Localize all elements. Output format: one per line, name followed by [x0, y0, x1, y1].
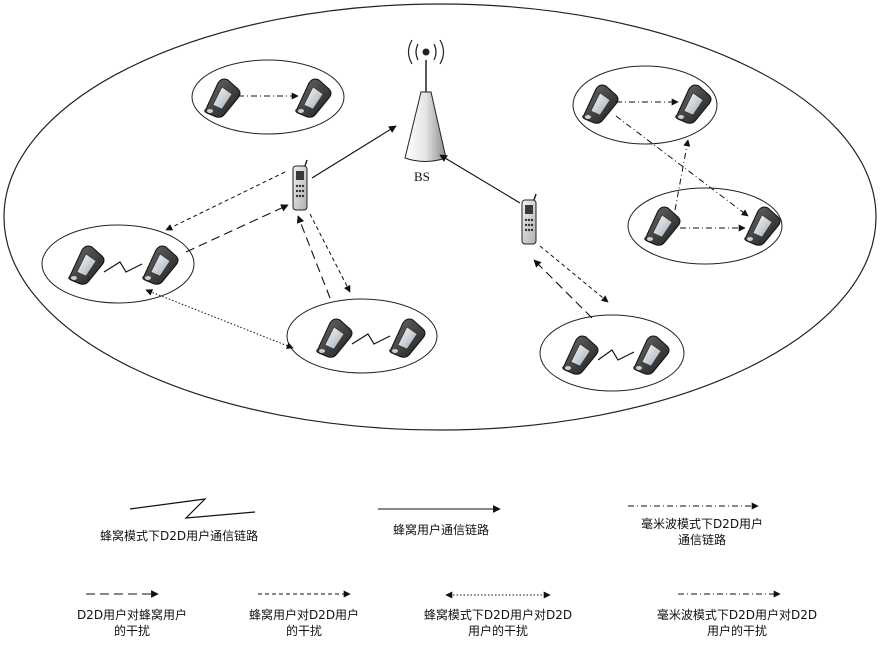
legend-line: 的干扰: [66, 623, 198, 639]
d2d-phone-icon: [634, 336, 669, 374]
legend-line: 通信链路: [632, 532, 772, 548]
d2d-to-cellular-interference-arrow: [534, 260, 592, 318]
legend-label-mmwave-d2d-link: 毫米波模式下D2D用户 通信链路: [632, 516, 772, 548]
mmwave-interference-arrow: [616, 116, 748, 216]
d2d-phone-icon: [205, 79, 240, 117]
cellular-d2d-link-bolt: [104, 262, 142, 272]
cellular-uplink-arrow: [440, 155, 520, 203]
legend-line: 蜂窝模式下D2D用户通信链路: [100, 528, 258, 544]
legend-line: 用户的干扰: [652, 623, 822, 639]
legend-bolt-symbol: [130, 499, 255, 518]
d2d-phone-icon: [69, 246, 104, 284]
d2d-phone-icon: [563, 336, 598, 374]
cellular-to-d2d-interference-arrow: [166, 172, 285, 230]
cellular-user-phone-icon: [293, 160, 307, 210]
d2d-phone-icon: [645, 207, 680, 245]
legend-label-mmwave-d2d-mutual-interference: 毫米波模式下D2D用户对D2D 用户的干扰: [652, 607, 822, 639]
base-station-label: BS: [414, 169, 430, 185]
legend-line: 蜂窝模式下D2D用户对D2D: [418, 607, 578, 623]
legend-label-cellular-mode-d2d-link: 蜂窝模式下D2D用户通信链路: [100, 528, 258, 544]
cell-coverage-ellipse: [4, 4, 876, 430]
cellular-d2d-link-bolt: [352, 334, 390, 344]
d2d-phone-icon: [317, 319, 352, 357]
legend-line: D2D用户对蜂窝用户: [66, 607, 198, 623]
d2d-phone-icon: [296, 79, 331, 117]
cellular-d2d-link-bolt: [598, 350, 634, 360]
legend-label-cellular-d2d-mutual-interference: 蜂窝模式下D2D用户对D2D 用户的干扰: [418, 607, 578, 639]
legend-label-cellular-user-link: 蜂窝用户通信链路: [393, 522, 489, 538]
d2d-to-cellular-interference-arrow: [186, 205, 288, 252]
legend-line: 的干扰: [244, 623, 364, 639]
d2d-phone-icon: [745, 207, 780, 245]
d2d-to-cellular-interference-arrow: [298, 216, 330, 298]
cellular-user-phone-icon: [522, 194, 536, 244]
legend-line: 用户的干扰: [418, 623, 578, 639]
mmwave-interference-arrow: [675, 140, 688, 210]
cellular-uplink-arrow: [312, 126, 396, 178]
base-station-icon: [405, 40, 446, 162]
d2d-phone-icon: [390, 319, 425, 357]
legend-line: 毫米波模式下D2D用户对D2D: [652, 607, 822, 623]
cellular-to-d2d-interference-arrow: [310, 214, 350, 292]
legend-label-d2d-to-cellular-interference: D2D用户对蜂窝用户 的干扰: [66, 607, 198, 639]
d2d-phone-icon: [676, 85, 711, 123]
legend-line: 蜂窝用户通信链路: [393, 522, 489, 538]
d2d-phone-icon: [583, 85, 618, 123]
d2d-phone-icon: [143, 246, 178, 284]
cellular-d2d-mutual-interference-arrow: [146, 290, 293, 348]
legend-line: 毫米波模式下D2D用户: [632, 516, 772, 532]
legend-label-cellular-to-d2d-interference: 蜂窝用户对D2D用户 的干扰: [244, 607, 364, 639]
legend-line: 蜂窝用户对D2D用户: [244, 607, 364, 623]
cellular-to-d2d-interference-arrow: [540, 246, 608, 302]
